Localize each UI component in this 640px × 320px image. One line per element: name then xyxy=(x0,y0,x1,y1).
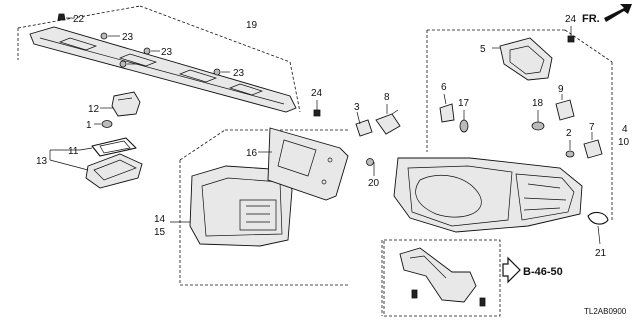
callout-15: 15 xyxy=(154,227,166,238)
callout-11: 11 xyxy=(68,146,79,157)
screw-23-a xyxy=(100,32,120,40)
clip-24-right xyxy=(567,26,575,43)
callout-5: 5 xyxy=(480,44,486,55)
callout-24-right: 24 xyxy=(565,14,577,25)
mounting-bracket xyxy=(399,247,486,307)
nut-20 xyxy=(366,158,375,176)
diagram-code: TL2AB0900 xyxy=(584,307,627,316)
callout-13: 13 xyxy=(36,156,48,167)
bulb-17 xyxy=(459,110,469,133)
gasket-11 xyxy=(79,137,137,157)
socket-6 xyxy=(439,93,455,123)
callout-22: 22 xyxy=(73,14,85,25)
orientation-label: FR. xyxy=(582,13,600,25)
callout-20: 20 xyxy=(368,178,380,189)
license-light-lens-13 xyxy=(49,149,143,189)
reference-arrow xyxy=(502,256,521,284)
callout-2: 2 xyxy=(566,128,572,139)
callout-12: 12 xyxy=(88,104,100,115)
bracket-16 xyxy=(258,127,349,201)
garnish-group-box xyxy=(17,5,301,113)
taillight-housing xyxy=(393,157,583,233)
callout-4: 4 xyxy=(622,124,628,135)
callout-23-a: 23 xyxy=(122,32,134,43)
callout-24-left: 24 xyxy=(311,88,323,99)
clip-22 xyxy=(57,13,72,21)
socket-3 xyxy=(355,111,373,137)
callout-17: 17 xyxy=(458,98,470,109)
clip-24-left xyxy=(313,100,321,117)
garnish-panel-14 xyxy=(170,165,293,247)
bulb-18 xyxy=(531,110,545,131)
reference-label: B-46-50 xyxy=(523,266,563,278)
screw-23-c xyxy=(119,60,140,68)
garnish-bar xyxy=(29,26,297,113)
callout-10: 10 xyxy=(618,137,630,148)
screw-23-d xyxy=(213,68,230,76)
grommet-21 xyxy=(587,211,609,245)
socket-9 xyxy=(555,94,575,121)
callout-23-b: 23 xyxy=(161,47,173,58)
panel-group-box xyxy=(179,129,350,286)
screw-23-b xyxy=(143,47,160,55)
callout-19: 19 xyxy=(246,20,258,31)
callout-21: 21 xyxy=(595,248,607,259)
taillight-group-box xyxy=(381,29,613,316)
bracket-box xyxy=(383,239,501,317)
callout-18: 18 xyxy=(532,98,544,109)
callout-9: 9 xyxy=(558,84,564,95)
license-light-socket-12 xyxy=(100,91,141,117)
gasket-5 xyxy=(492,37,553,81)
callout-6: 6 xyxy=(441,82,447,93)
callout-3: 3 xyxy=(354,102,360,113)
callout-8: 8 xyxy=(384,92,390,103)
callout-1: 1 xyxy=(86,120,92,131)
bulb-1 xyxy=(94,120,113,128)
socket-8 xyxy=(375,104,401,135)
front-direction-arrow xyxy=(604,4,632,22)
callout-14: 14 xyxy=(154,214,166,225)
socket-7 xyxy=(583,132,603,159)
callout-23-c: 23 xyxy=(233,68,245,79)
callout-16: 16 xyxy=(246,148,258,159)
bulb-2 xyxy=(565,140,575,158)
callout-7: 7 xyxy=(589,122,595,133)
